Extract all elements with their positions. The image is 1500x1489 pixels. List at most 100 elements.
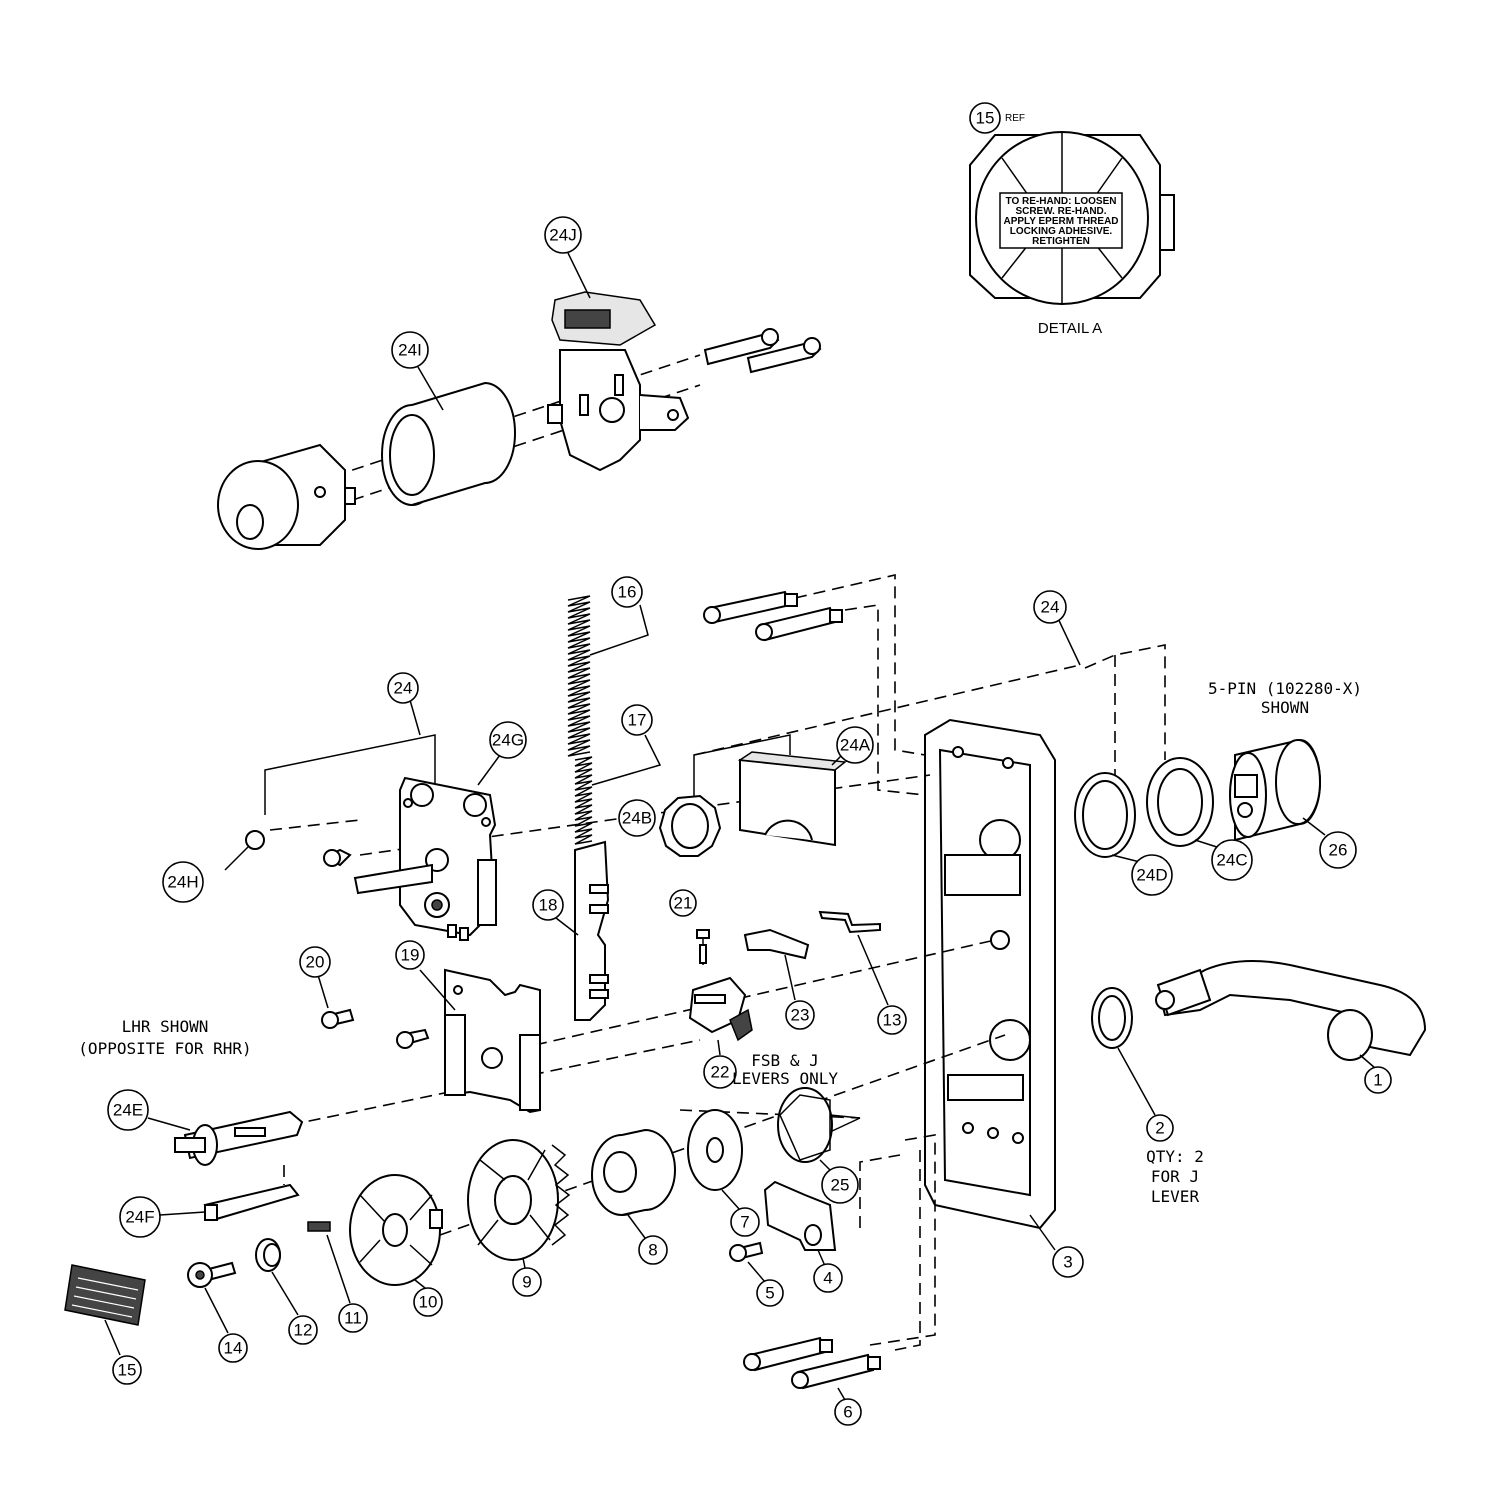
svg-text:6: 6 bbox=[843, 1403, 852, 1422]
hand-note-line-2: (OPPOSITE FOR RHR) bbox=[78, 1039, 251, 1058]
callout-3: 3 bbox=[1052, 1246, 1084, 1278]
svg-text:1: 1 bbox=[1373, 1071, 1382, 1090]
callout-1: 1 bbox=[1364, 1066, 1392, 1094]
callout-24-left: 24 bbox=[387, 672, 419, 704]
hand-note-line-1: LHR SHOWN bbox=[122, 1017, 209, 1036]
callout-4: 4 bbox=[813, 1263, 843, 1293]
svg-text:24C: 24C bbox=[1216, 851, 1247, 870]
standoffs-top bbox=[703, 590, 843, 642]
callout-24G: 24G bbox=[489, 721, 527, 759]
callout-22: 22 bbox=[703, 1055, 737, 1089]
spindle-24E-24F: 24E 24F bbox=[107, 1089, 304, 1238]
svg-text:24G: 24G bbox=[492, 731, 524, 750]
detail-label-line-3: APPLY EPERM THREAD bbox=[1003, 216, 1118, 227]
svg-text:15: 15 bbox=[118, 1361, 137, 1380]
chassis-24G: 24 24G 24H bbox=[162, 672, 527, 941]
callout-24-top-right: 24 bbox=[1033, 590, 1067, 624]
svg-text:24E: 24E bbox=[113, 1101, 143, 1120]
svg-text:3: 3 bbox=[1063, 1253, 1072, 1272]
callout-24C: 24C bbox=[1211, 839, 1253, 881]
detail-label-line-5: RETIGHTEN bbox=[1032, 236, 1090, 247]
svg-text:19: 19 bbox=[401, 946, 420, 965]
svg-text:17: 17 bbox=[628, 711, 647, 730]
callout-15: 15 bbox=[112, 1355, 142, 1385]
callout-24E: 24E bbox=[107, 1089, 149, 1131]
qty-note-line-2: FOR J bbox=[1151, 1167, 1199, 1186]
callout-8: 8 bbox=[638, 1235, 668, 1265]
svg-text:26: 26 bbox=[1329, 841, 1348, 860]
svg-text:25: 25 bbox=[831, 1176, 850, 1195]
callout-18: 18 bbox=[532, 889, 564, 921]
cylinder-assembly-top: 24J 24I bbox=[217, 216, 822, 550]
svg-text:24D: 24D bbox=[1136, 866, 1167, 885]
callout-6: 6 bbox=[834, 1398, 862, 1426]
plate-24A-and-nut-24B: 24A 24B bbox=[618, 726, 874, 857]
callout-20: 20 bbox=[299, 946, 331, 978]
cylinder-note-line-2: SHOWN bbox=[1261, 698, 1309, 717]
svg-text:14: 14 bbox=[224, 1339, 243, 1358]
callout-2: 2 bbox=[1146, 1114, 1174, 1142]
callout-10: 10 bbox=[413, 1287, 443, 1317]
fsb-note-line-1: FSB & J bbox=[751, 1051, 818, 1070]
callout-11: 11 bbox=[338, 1303, 368, 1333]
svg-text:21: 21 bbox=[674, 894, 693, 913]
fsb-note-line-2: LEVERS ONLY bbox=[732, 1069, 838, 1088]
svg-text:13: 13 bbox=[883, 1011, 902, 1030]
svg-text:9: 9 bbox=[522, 1273, 531, 1292]
qty-note-line-3: LEVER bbox=[1151, 1187, 1200, 1206]
ref-suffix: REF bbox=[1005, 113, 1025, 124]
spring-and-rack: 16 17 18 bbox=[532, 576, 662, 1021]
callout-7: 7 bbox=[730, 1207, 760, 1237]
detail-label-line-4: LOCKING ADHESIVE. bbox=[1010, 226, 1113, 237]
qty-note-line-1: QTY: 2 bbox=[1146, 1147, 1204, 1166]
svg-text:23: 23 bbox=[791, 1006, 810, 1025]
callout-19: 19 bbox=[395, 940, 425, 970]
callout-24H: 24H bbox=[162, 861, 204, 903]
callout-23: 23 bbox=[785, 1000, 815, 1030]
callout-12: 12 bbox=[288, 1315, 318, 1345]
svg-text:22: 22 bbox=[711, 1063, 730, 1082]
lever-assembly: 2 QTY: 2 FOR J LEVER 1 bbox=[1091, 960, 1427, 1206]
callout-25: 25 bbox=[821, 1166, 859, 1204]
svg-text:20: 20 bbox=[306, 953, 325, 972]
svg-text:4: 4 bbox=[823, 1269, 832, 1288]
cam-discs: 10 9 11 12 14 bbox=[187, 1139, 571, 1363]
escutcheon-housing: 3 bbox=[924, 718, 1084, 1278]
standoffs-bottom: 6 bbox=[743, 1336, 881, 1426]
callout-24F: 24F bbox=[119, 1196, 161, 1238]
callout-24J: 24J bbox=[544, 216, 582, 254]
detail-a-caption: DETAIL A bbox=[1038, 320, 1102, 337]
svg-text:24I: 24I bbox=[398, 341, 422, 360]
cylinder-note-line-1: 5-PIN (102280-X) bbox=[1208, 679, 1362, 698]
callout-16: 16 bbox=[611, 576, 643, 608]
svg-text:11: 11 bbox=[344, 1309, 362, 1328]
svg-text:15: 15 bbox=[976, 109, 995, 128]
svg-text:10: 10 bbox=[419, 1293, 438, 1312]
callout-17: 17 bbox=[621, 704, 653, 736]
detail-label-line-1: TO RE-HAND: LOOSEN bbox=[1006, 196, 1117, 207]
cylinder-rings: 24D 24C 26 24 5-PIN (102280-X) SHOWN bbox=[1033, 590, 1362, 896]
rehand-instruction-label bbox=[999, 192, 1123, 249]
callout-5: 5 bbox=[756, 1279, 784, 1307]
callout-9: 9 bbox=[512, 1267, 542, 1297]
svg-text:18: 18 bbox=[539, 896, 558, 915]
rehand-label-part-15: 15 bbox=[64, 1264, 146, 1385]
small-parts-21-22-23-13: 21 22 23 13 FSB & J LEVERS ONLY bbox=[669, 889, 907, 1089]
svg-text:24F: 24F bbox=[125, 1208, 154, 1227]
svg-text:12: 12 bbox=[294, 1321, 313, 1340]
svg-text:24H: 24H bbox=[167, 873, 198, 892]
svg-text:7: 7 bbox=[740, 1213, 749, 1232]
hub-and-washers: 8 7 25 4 5 bbox=[591, 1087, 861, 1307]
detail-label-line-2: SCREW. RE-HAND. bbox=[1015, 206, 1106, 217]
callout-24I: 24I bbox=[391, 331, 429, 369]
detail-a-view: TO RE-HAND: LOOSEN SCREW. RE-HAND. APPLY… bbox=[969, 102, 1175, 337]
svg-text:24A: 24A bbox=[840, 736, 871, 755]
callout-26: 26 bbox=[1319, 831, 1357, 869]
svg-text:5: 5 bbox=[765, 1284, 774, 1303]
callout-13: 13 bbox=[877, 1005, 907, 1035]
svg-text:16: 16 bbox=[618, 583, 637, 602]
svg-text:24: 24 bbox=[1041, 598, 1060, 617]
svg-text:8: 8 bbox=[648, 1241, 657, 1260]
svg-text:24B: 24B bbox=[622, 809, 652, 828]
